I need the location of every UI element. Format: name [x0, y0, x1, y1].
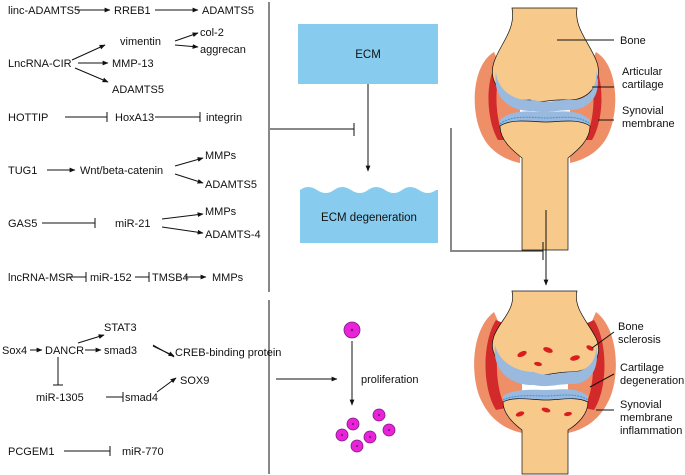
label-mmp13: MMP-13 [112, 58, 154, 70]
proliferation-pathway-connectors [30, 334, 177, 456]
arrow-mir21-to-mmps [161, 212, 204, 220]
label-mmps-a: MMPs [205, 150, 237, 162]
ecm-box [298, 24, 438, 84]
label-col2: col-2 [200, 27, 224, 39]
arrow-cir-to-adamts5 [74, 67, 109, 83]
label-gas5: GAS5 [8, 218, 37, 230]
label-adamts5-b: ADAMTS5 [112, 84, 164, 96]
label-smad4: smad4 [125, 392, 158, 404]
arrow-vimentin-to-col2 [174, 32, 199, 42]
femur-bone [492, 7, 599, 102]
label-lncrna-msr: lncRNA-MSR [8, 272, 73, 284]
label-tug1: TUG1 [8, 165, 37, 177]
oa-synovium-left-red [485, 320, 506, 410]
joint-space-line [499, 116, 591, 125]
label-smad3: smad3 [104, 345, 137, 357]
label-aggrecan: aggrecan [200, 44, 246, 56]
label-sox9: SOX9 [180, 375, 209, 387]
arrow-smad4-to-sox9 [156, 377, 177, 393]
arrow-vimentin-to-aggrecan [174, 44, 199, 49]
ecm-degeneration-label: ECM degeneration [321, 212, 417, 224]
center-column: ECM ECM degeneration proliferation [270, 24, 438, 453]
ecm-pathway-labels: linc-ADAMTS5 RREB1 ADAMTS5 col-2 vimenti… [8, 5, 261, 284]
label-mmps-b: MMPs [205, 206, 237, 218]
label-lncrna-cir: LncRNA-CIR [8, 58, 72, 70]
label-adamts5-c: ADAMTS5 [205, 179, 257, 191]
pointer-cartilage-degeneration [589, 373, 615, 388]
label-adamts5-a: ADAMTS5 [202, 5, 254, 17]
arrow-smad3-upper [152, 344, 175, 358]
label-integrin: integrin [206, 112, 242, 124]
ecm-box-label: ECM [355, 49, 381, 61]
oa-tibia-bone [502, 398, 589, 475]
label-bone: Bone [620, 35, 646, 47]
oa-joint-space-line [502, 394, 589, 401]
label-sox4: Sox4 [2, 345, 27, 357]
proliferation-label: proliferation [361, 374, 418, 386]
proliferation-pathway-labels: STAT3 CREB-binding protein Sox4 DANCR sm… [2, 322, 281, 458]
ecm-pathway-connectors [42, 7, 207, 282]
label-mir1305: miR-1305 [36, 392, 84, 404]
label-dancr: DANCR [45, 345, 84, 357]
label-rreb1: RREB1 [114, 5, 151, 17]
label-pcgem1: PCGEM1 [8, 446, 54, 458]
arrow-mir21-to-adamts4 [161, 226, 204, 235]
bone-lesions [515, 345, 594, 417]
label-linc-adamts5: linc-ADAMTS5 [8, 5, 80, 17]
synovium-left-red [488, 62, 505, 140]
label-vimentin: vimentin [120, 36, 161, 48]
arrow-cir-to-vimentin [71, 44, 106, 61]
upper-cartilage [495, 70, 598, 113]
label-mmps-c: MMPs [212, 272, 244, 284]
ecm-degeneration-box [300, 187, 438, 243]
dividers [268, 2, 452, 474]
arrow-wnt-to-adamts5 [174, 173, 204, 184]
label-tmsb4: TMSB4 [152, 272, 189, 284]
tibia-bone [499, 120, 591, 251]
label-adamts4: ADAMTS-4 [205, 229, 261, 241]
chondrocyte-cells [335, 321, 396, 453]
label-stat3: STAT3 [104, 322, 137, 334]
label-mir152: miR-152 [90, 272, 132, 284]
arrow-wnt-to-mmps [174, 157, 204, 167]
label-hoxa13: HoxA13 [115, 112, 154, 124]
label-hottip: HOTTIP [8, 112, 48, 124]
label-mir770: miR-770 [122, 446, 164, 458]
label-creb: CREB-binding protein [175, 347, 281, 359]
oa-femur-bone [492, 290, 599, 376]
pointer-bone-sclerosis [591, 331, 615, 349]
cell-nuclei [340, 328, 391, 448]
arrow-dancr-to-stat3 [77, 334, 105, 344]
oa-upper-cartilage [494, 345, 597, 387]
label-mir21: miR-21 [115, 218, 150, 230]
label-wnt: Wnt/beta-catenin [80, 165, 163, 177]
